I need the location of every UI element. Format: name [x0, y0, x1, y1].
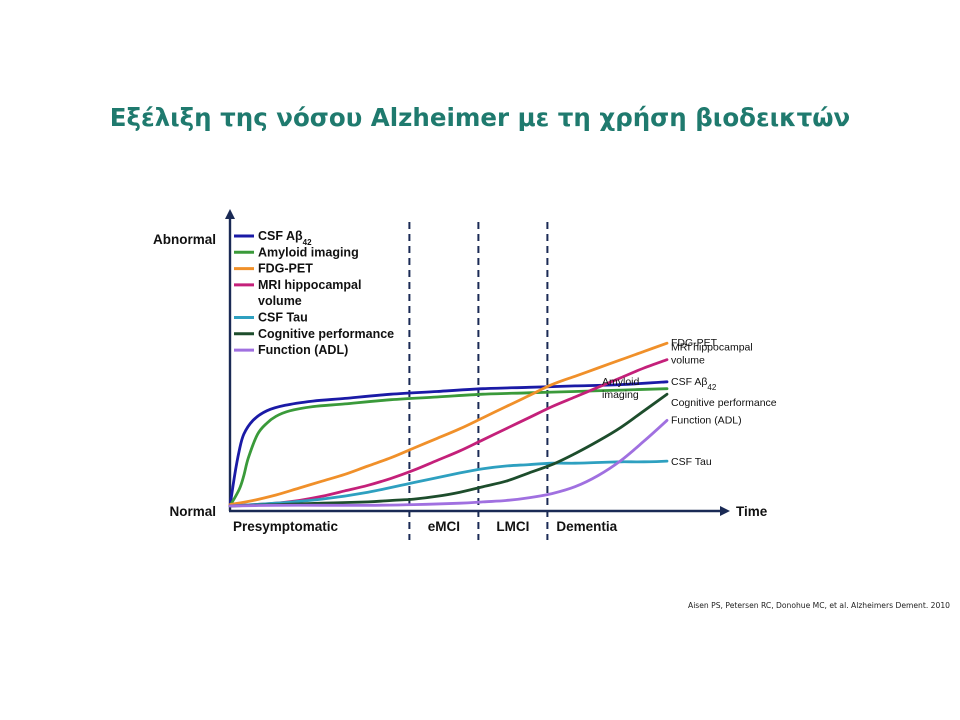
- legend-label-5: CSF Tau: [258, 311, 308, 325]
- legend-label-4: MRI hippocampal: [258, 278, 361, 292]
- legend-label-2: Amyloid imaging: [258, 245, 359, 259]
- legend-label-7: Function (ADL): [258, 343, 348, 357]
- legend-label-3: FDG-PET: [258, 262, 313, 276]
- end-label-cognitive_performance: Cognitive performance: [671, 397, 777, 409]
- end-label-function_adl: Function (ADL): [671, 414, 742, 426]
- stage-label-lmci: LMCI: [496, 519, 529, 534]
- stage-labels: Presymptomatic eMCI LMCI Dementia: [233, 519, 618, 534]
- inline-label-amyloid-line2: imaging: [602, 389, 639, 401]
- stage-label-presymptomatic: Presymptomatic: [233, 519, 339, 534]
- y-label-abnormal: Abnormal: [153, 232, 216, 247]
- series-line-fdg_pet: [228, 341, 669, 506]
- stage-label-dementia: Dementia: [556, 519, 617, 534]
- legend-label-1: CSF Aβ42: [258, 229, 312, 247]
- series-lines: [228, 341, 669, 508]
- y-label-normal: Normal: [169, 504, 216, 519]
- stage-boundaries: [408, 222, 549, 540]
- stage-label-emci: eMCI: [428, 519, 460, 534]
- citation: Aisen PS, Petersen RC, Donohue MC, et al…: [688, 601, 950, 610]
- axes: Abnormal Normal Time: [153, 209, 768, 519]
- end-label-fdg_pet: FDG-PET: [671, 337, 718, 349]
- series-line-amyloid_imaging: [228, 387, 669, 508]
- end-label-csf_ab42: CSF Aβ42: [671, 376, 717, 392]
- legend-label-6: Cognitive performance: [258, 327, 394, 341]
- end-label-mri_hippocampal-line2: volume: [671, 355, 705, 367]
- series-line-csf_tau: [228, 459, 669, 508]
- series-line-csf_ab42: [228, 380, 669, 508]
- slide-title: Εξέλιξη της νόσου Alzheimer με τη χρήση …: [109, 103, 851, 132]
- end-label-mri_hippocampal: MRI hippocampal: [671, 342, 753, 354]
- end-label-csf_tau: CSF Tau: [671, 456, 712, 468]
- legend-label-4-line2: volume: [258, 294, 302, 308]
- inline-label-amyloid: Amyloid: [602, 376, 640, 388]
- series-line-function_adl: [228, 419, 669, 508]
- x-axis-label: Time: [736, 504, 768, 519]
- series-line-cognitive_performance: [228, 392, 669, 508]
